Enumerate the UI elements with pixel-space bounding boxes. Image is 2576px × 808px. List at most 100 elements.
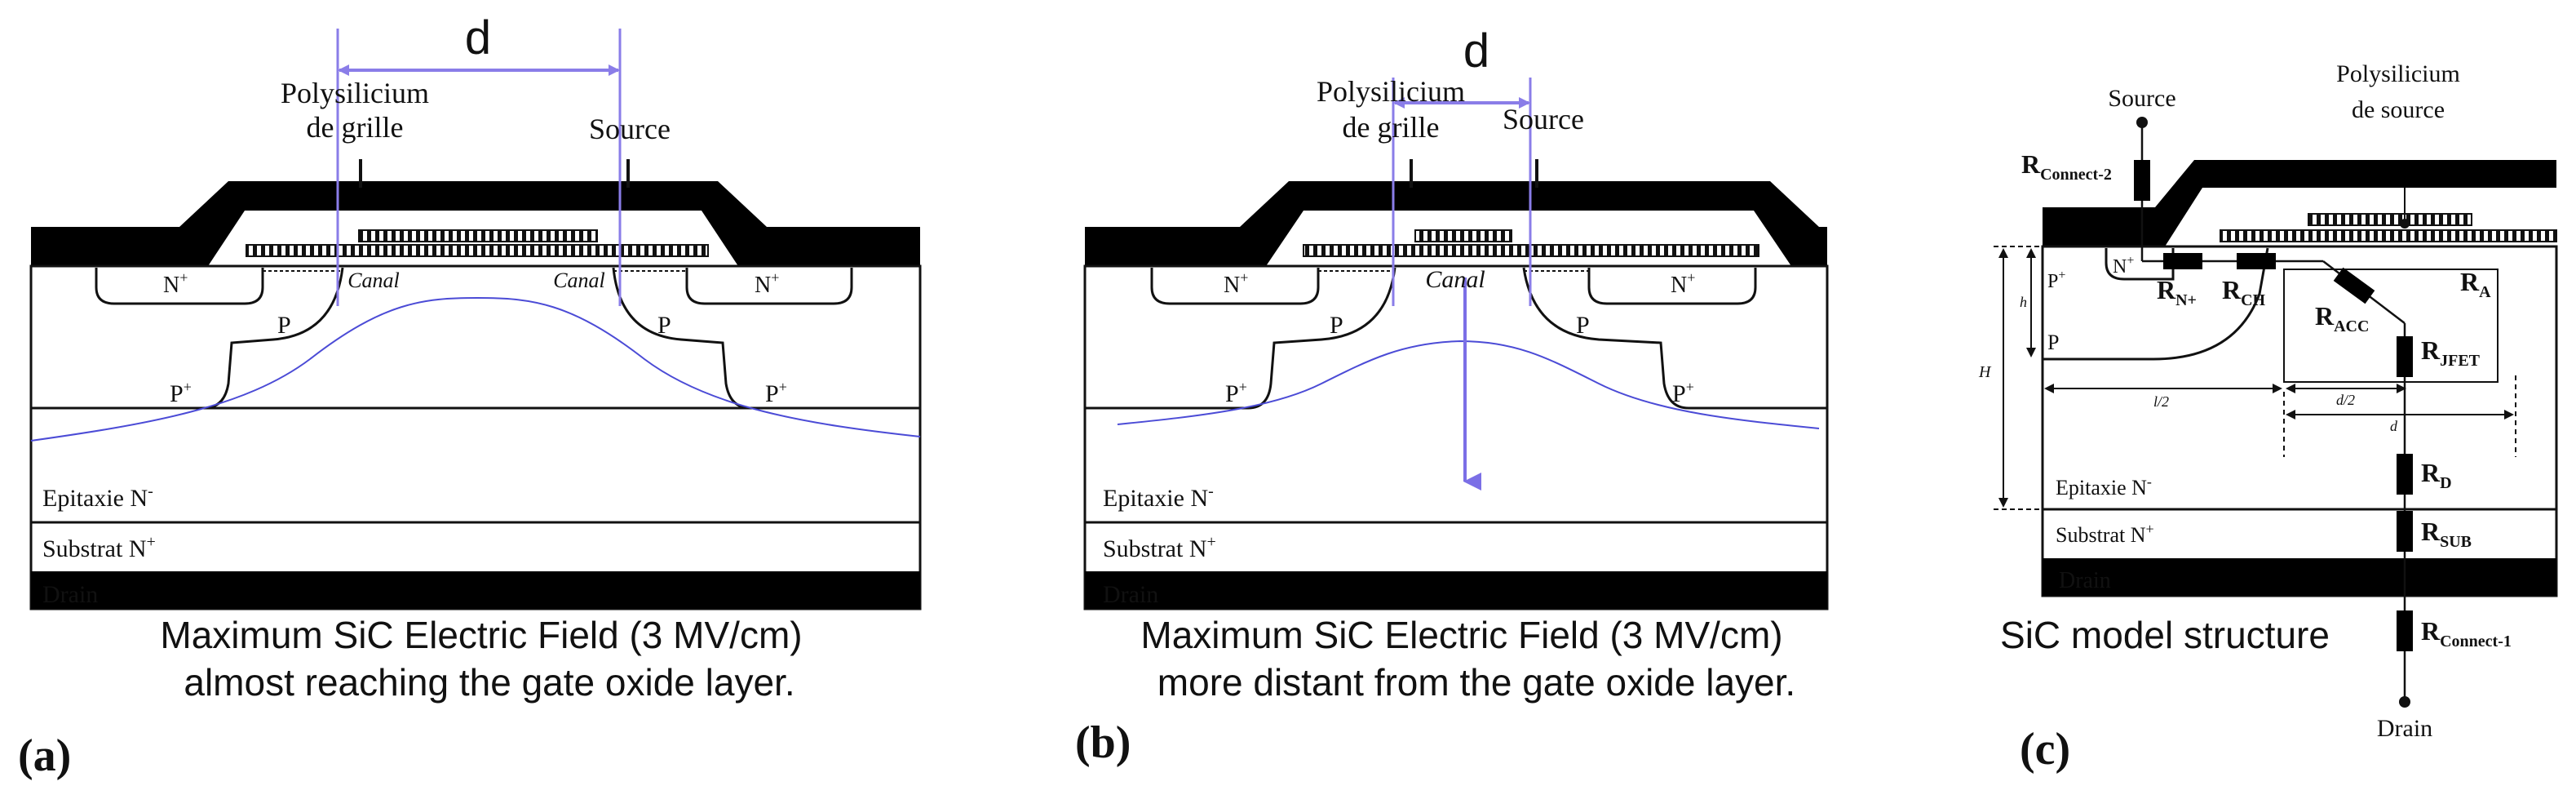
canal-label-b: Canal [1425,266,1485,293]
sub-label-b: Substrat N [1103,535,1207,562]
svg-text:RACC: RACC [2315,301,2369,335]
r-connect2-symbol [2134,160,2150,201]
epi-label-c: Epitaxie N [2056,476,2147,499]
r-acc-symbol [2333,267,2375,304]
svg-text:RSUB: RSUB [2421,517,2472,551]
r-acc-label: R [2315,301,2335,331]
r-jfet-sub: JFET [2440,352,2481,370]
dimension-label-b: d [1463,24,1489,78]
gate-label-b-2: de grille [1343,111,1440,144]
svg-text:P+: P+ [765,379,787,407]
drain-bar [31,571,920,609]
pplus-left-b: P [1225,380,1239,407]
canal-left: Canal [347,269,400,292]
l-half-label: l/2 [2153,393,2169,410]
drain-label-b: Drain [1103,581,1158,608]
pplus-right-b: P [1672,380,1686,407]
nplus-c: N [2113,256,2127,277]
svg-text:P+: P+ [1225,379,1247,407]
nplus-right-b: N [1671,273,1687,298]
caption-a-1: Maximum SiC Electric Field (3 MV/cm) [160,614,802,656]
r-connect2-label: R [2021,149,2041,179]
panel-label-a: (a) [18,730,71,781]
drain-label: Drain [42,581,98,608]
device-body-b [1083,264,1829,610]
caption-a-2: almost reaching the gate oxide layer. [184,661,794,704]
svg-text:RCH: RCH [2222,275,2266,309]
r-sub-label: R [2421,517,2441,546]
p-left: P [277,312,291,339]
drain-label-c: Drain [2377,715,2432,742]
panel-label-b: (b) [1075,717,1131,768]
r-nplus-symbol [2163,253,2202,269]
svg-text:Substrat N+: Substrat N+ [2056,521,2154,547]
svg-text:P+: P+ [170,379,192,407]
r-ch-label: R [2222,275,2242,304]
r-a-sub: A [2479,283,2491,301]
r-ch-sub: CH [2241,291,2265,309]
r-connect1-sub: Connect-1 [2440,633,2512,650]
svg-text:RN+: RN+ [2157,275,2197,309]
caption-b-1: Maximum SiC Electric Field (3 MV/cm) [1140,614,1782,656]
poly-label-1: Polysilicium [2336,60,2460,87]
svg-text:Epitaxie N-: Epitaxie N- [42,482,153,512]
r-ch-symbol [2237,253,2276,269]
pplus-left: P [170,380,184,407]
d-half-label: d/2 [2336,392,2355,408]
poly-gate [246,244,709,257]
h-big-label: H [1978,363,1992,381]
pplus-right: P [765,380,779,407]
source-label-c: Source [2108,85,2175,112]
svg-text:Epitaxie N-: Epitaxie N- [2056,473,2152,499]
r-sub-symbol [2397,511,2413,552]
svg-text:N+: N+ [755,269,779,298]
p-left-b: P [1330,312,1343,339]
p-right: P [657,312,671,339]
panel-b: d Polysilicium de grille Source Canal N+… [1075,24,1829,768]
nplus-right: N [755,273,771,298]
svg-text:RConnect-2: RConnect-2 [2021,149,2112,184]
svg-text:RD: RD [2421,458,2452,492]
svg-text:RJFET: RJFET [2421,335,2481,370]
poly-source [2220,229,2557,242]
poly-label-2: de source [2352,96,2445,123]
r-nplus-label: R [2157,275,2176,304]
epi-label-b: Epitaxie N [1103,485,1208,512]
r-connect1-symbol [2397,610,2413,651]
svg-text:RA: RA [2460,267,2491,301]
pplus-c: P [2047,271,2058,292]
r-jfet-label: R [2421,335,2441,365]
gate-label-b: Polysilicium [1317,75,1465,108]
p-label-c: P [2047,331,2059,354]
r-acc-sub: ACC [2334,317,2369,335]
epi-label: Epitaxie N [42,485,148,512]
device-body [29,264,922,610]
dimension-label: d [465,11,491,64]
drain-bar-c [2043,558,2556,596]
h-small-label: h [2020,294,2027,310]
svg-text:N+: N+ [2113,254,2134,277]
svg-text:Substrat N+: Substrat N+ [1103,533,1216,562]
svg-text:P+: P+ [1672,379,1694,407]
svg-text:RConnect-1: RConnect-1 [2421,616,2512,650]
svg-text:P+: P+ [2047,269,2065,292]
svg-text:N+: N+ [1224,269,1248,298]
panel-a: d Polysilicium de grille Source Canal Ca… [18,11,922,781]
svg-text:N+: N+ [163,269,188,298]
r-jfet-symbol [2397,336,2413,377]
source-label: Source [589,113,671,145]
panel-c: Source Polysilicium de source RConnect-2… [1978,60,2558,775]
svg-text:N+: N+ [1671,269,1695,298]
drain-bar-label-c: Drain [2059,568,2111,593]
nplus-left-b: N [1224,273,1240,298]
panel-label-c: (c) [2020,724,2070,775]
device-body-c [2041,245,2558,597]
gate-label: Polysilicium [281,77,429,109]
sub-label-c: Substrat N [2056,523,2146,547]
sub-label: Substrat N [42,535,147,562]
caption-c: SiC model structure [2000,614,2330,656]
svg-text:Epitaxie N-: Epitaxie N- [1103,482,1214,512]
r-d-label: R [2421,458,2441,487]
svg-text:Substrat N+: Substrat N+ [42,533,156,562]
gate-label-2: de grille [307,111,404,144]
